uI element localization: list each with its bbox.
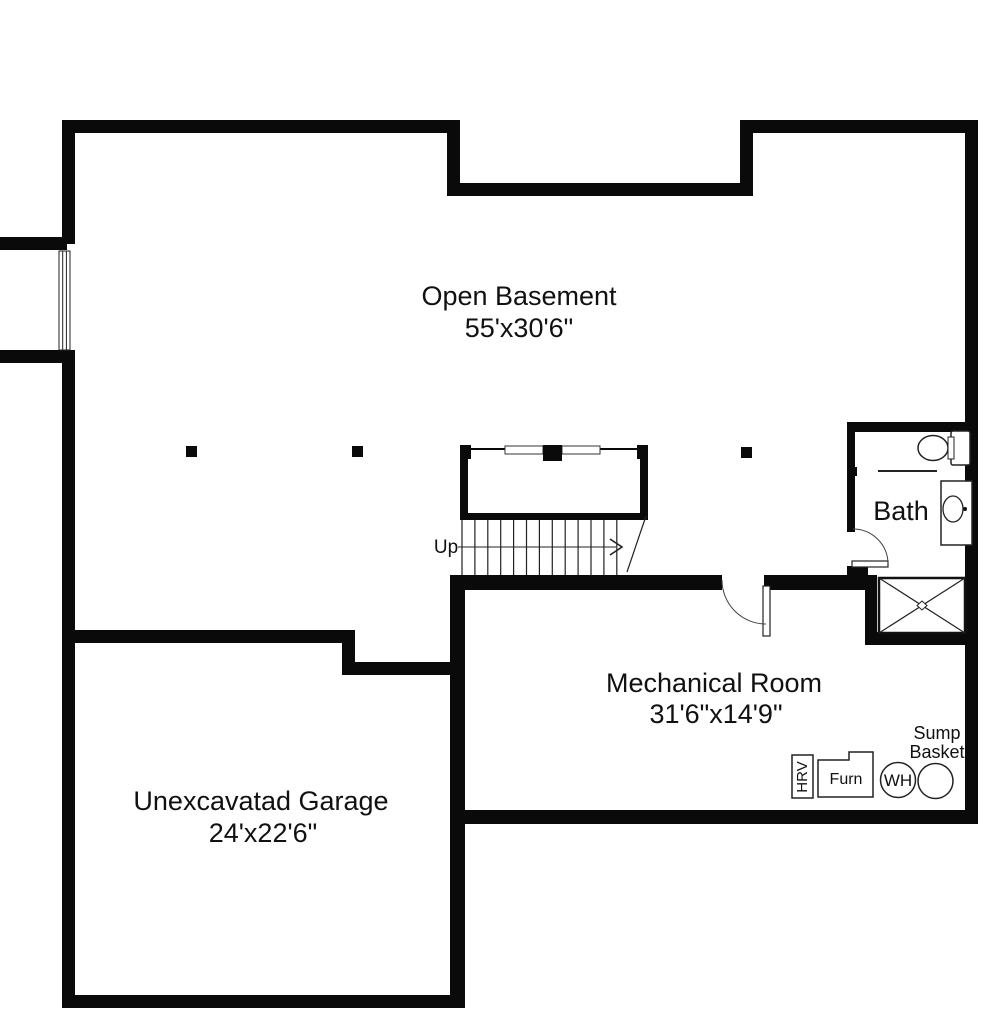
exterior-walls xyxy=(0,120,978,1008)
door-leaf xyxy=(851,560,889,568)
wall-segment xyxy=(0,237,67,250)
sink-icon xyxy=(940,480,973,546)
support-posts xyxy=(186,446,752,458)
wall-segment xyxy=(766,575,868,590)
bath-door xyxy=(851,528,889,568)
open-basement-dimensions: 55'x30'6" xyxy=(465,313,573,343)
toilet-bowl xyxy=(917,434,949,462)
wall-segment xyxy=(62,120,75,244)
interior-walls xyxy=(450,422,978,645)
wall-segment xyxy=(849,467,857,476)
wall-segment xyxy=(847,422,855,532)
support-post xyxy=(352,446,363,457)
toilet-icon xyxy=(917,430,971,466)
stair-landing-wall xyxy=(460,445,468,520)
wall-segment xyxy=(865,632,978,645)
wall-segment xyxy=(447,120,460,196)
wall-segment xyxy=(740,120,753,196)
wall-segment xyxy=(458,810,978,824)
door-leaf xyxy=(762,585,771,637)
hrv-box xyxy=(791,754,814,799)
mechanical-room-door xyxy=(721,579,771,637)
toilet-seat-hinge xyxy=(947,436,955,460)
stair-arrow-head xyxy=(609,538,624,556)
staircase: Up xyxy=(434,445,648,575)
stair-landing-wall xyxy=(640,445,648,520)
wall-segment xyxy=(865,575,877,645)
mechanical-room-label: Mechanical Room xyxy=(606,668,822,698)
support-post xyxy=(741,447,752,458)
wall-segment xyxy=(62,995,465,1008)
wall-segment xyxy=(965,120,978,824)
sump-label-line1: Sump xyxy=(913,723,960,743)
wall-segment xyxy=(0,350,67,363)
support-post xyxy=(186,446,197,457)
basement-window xyxy=(58,250,71,351)
wall-segment xyxy=(450,575,722,590)
bath-fixtures xyxy=(878,430,973,546)
wall-segment xyxy=(740,120,978,133)
sink-faucet xyxy=(963,507,967,511)
wall-segment xyxy=(847,422,978,432)
landing-sill xyxy=(561,445,601,455)
mechanical-room-dimensions: 31'6"x14'9" xyxy=(649,699,782,729)
wall-segment xyxy=(447,183,747,196)
wall-segment xyxy=(847,566,868,583)
shower-pan xyxy=(877,576,967,635)
open-basement-label: Open Basement xyxy=(421,281,617,311)
window-panes xyxy=(62,251,67,350)
window-frame xyxy=(58,250,71,351)
wall-segment xyxy=(62,120,460,133)
mechanical-equipment: HRV Furn WH Sump Basket xyxy=(791,723,965,800)
sump-basket-circle xyxy=(917,762,954,800)
hrv-label: HRV xyxy=(794,761,811,792)
wall-segment xyxy=(450,575,465,1008)
garage-dimensions: 24'x22'6" xyxy=(209,818,317,848)
room-labels: Open Basement 55'x30'6" Mechanical Room … xyxy=(133,281,928,848)
stair-break-line xyxy=(626,515,647,573)
sump-label-line2: Basket xyxy=(909,742,964,762)
sink-basin xyxy=(942,495,964,523)
stair-landing-wall xyxy=(460,513,648,520)
wall-segment xyxy=(62,350,75,1008)
wh-label: WH xyxy=(884,771,912,790)
shower-drain xyxy=(916,600,928,611)
door-swing-arc xyxy=(852,528,889,565)
wall-segment xyxy=(62,630,355,643)
furn-label: Furn xyxy=(830,771,863,788)
water-heater-circle xyxy=(879,761,917,799)
up-label: Up xyxy=(434,537,458,558)
landing-corner xyxy=(637,445,648,459)
landing-post xyxy=(543,445,562,461)
furnace-box xyxy=(817,751,874,798)
wall-segment xyxy=(764,575,774,586)
landing-corner xyxy=(460,445,471,459)
bath-label: Bath xyxy=(873,496,929,526)
garage-label: Unexcavatad Garage xyxy=(133,786,388,816)
door-swing-arc xyxy=(721,579,767,625)
wall-segment xyxy=(342,662,465,675)
landing-sill xyxy=(504,445,544,455)
